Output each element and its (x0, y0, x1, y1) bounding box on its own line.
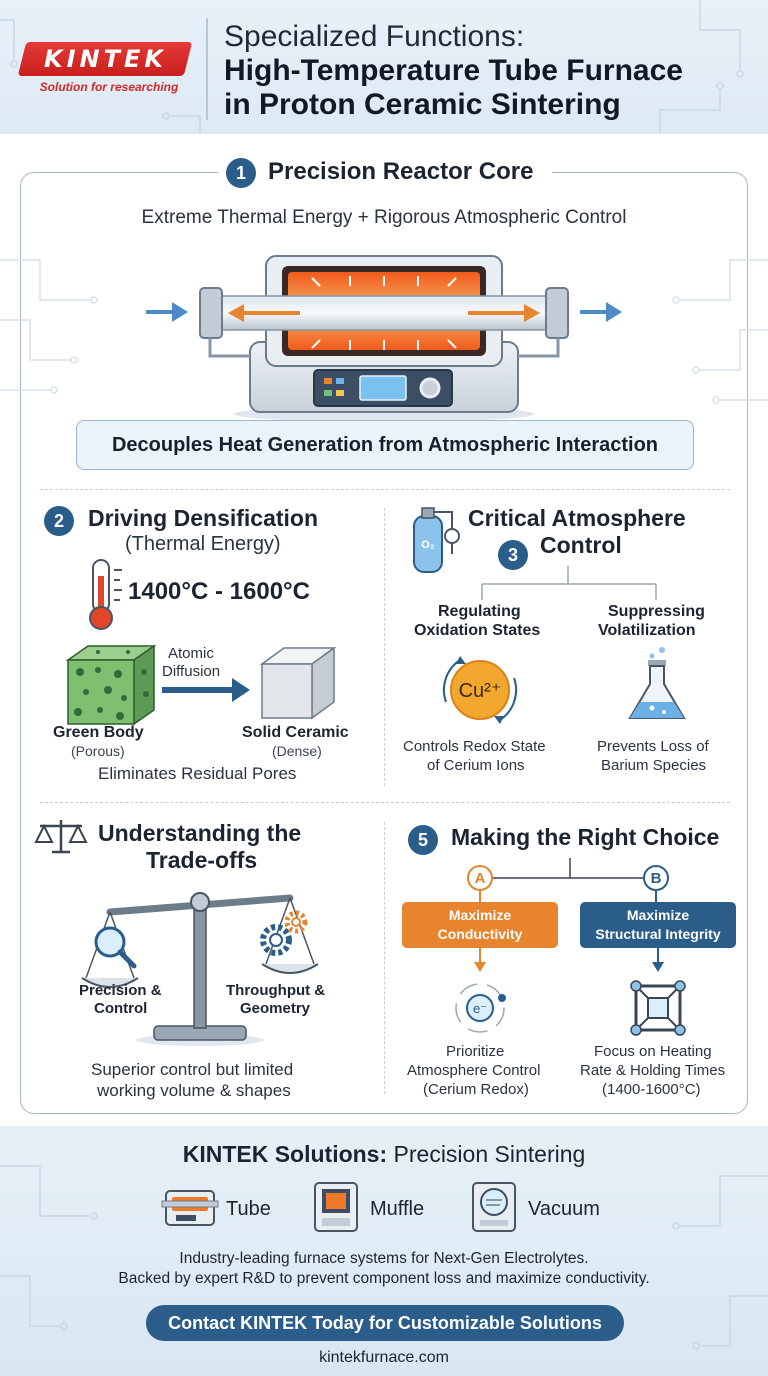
oxidation-heading-2: Oxidation States (414, 622, 541, 639)
scale-icon (34, 820, 88, 854)
product-tube[interactable]: Tube (226, 1198, 271, 1220)
section4-title-line2: Trade-offs (146, 847, 258, 873)
footer-title: KINTEK Solutions: Precision Sintering (0, 1141, 768, 1168)
flask-icon (628, 647, 686, 719)
section3-number-badge: 3 (498, 540, 528, 570)
green-body-note: (Porous) (71, 743, 125, 759)
option-b-badge: B (643, 865, 669, 891)
section5-title: Making the Right Choice (451, 824, 720, 850)
divider-vertical-2 (384, 822, 385, 1094)
densification-diagram (65, 644, 337, 726)
section1-number-badge: 1 (226, 158, 256, 188)
logo-text: KINTEK (43, 45, 167, 73)
header-divider (206, 18, 208, 120)
tube-furnace-illustration (146, 255, 622, 422)
option-a-caption-1: Prioritize (446, 1043, 505, 1060)
section2-caption: Eliminates Residual Pores (98, 764, 297, 783)
diffusion-label-2: Diffusion (162, 663, 221, 680)
divider-horizontal-2 (40, 802, 730, 803)
diffusion-label-1: Atomic (168, 645, 214, 662)
option-b-caption-2: Rate & Holding Times (580, 1062, 726, 1079)
option-a-badge: A (467, 865, 493, 891)
vacuum-furnace-icon (472, 1182, 516, 1232)
option-b-caption-1: Focus on Heating (594, 1043, 712, 1060)
page-title-line1: Specialized Functions: (224, 20, 525, 53)
volatilization-heading-1: Suppressing (608, 603, 705, 620)
cylinder-label: O₂ (421, 539, 435, 551)
section2-title: Driving Densification (88, 505, 319, 531)
oxidation-heading-1: Regulating (438, 603, 521, 620)
option-b-card[interactable]: Maximize Structural Integrity (580, 902, 736, 948)
green-body-label: Green Body (53, 724, 144, 741)
throughput-label-1: Throughput & (226, 982, 326, 999)
precision-label-2: Control (94, 1000, 148, 1017)
section4-caption-2: working volume & shapes (97, 1081, 291, 1100)
product-vacuum[interactable]: Vacuum (528, 1198, 600, 1220)
section5-number-badge: 5 (408, 825, 438, 855)
muffle-furnace-icon (314, 1182, 358, 1232)
divider-horizontal-1 (40, 489, 730, 490)
kintek-logo[interactable]: KINTEK (17, 42, 193, 76)
circuit-pattern-side (0, 259, 768, 404)
option-a-label-2: Conductivity (437, 926, 523, 942)
volatilization-caption-1: Prevents Loss of (597, 738, 709, 755)
divider-vertical-1 (384, 508, 385, 786)
circuit-pattern-header (0, 0, 744, 134)
section1-title: Precision Reactor Core (268, 158, 534, 185)
footer-title-bold: KINTEK Solutions: (182, 1141, 388, 1167)
section1-subtitle: Extreme Thermal Energy + Rigorous Atmosp… (141, 207, 627, 228)
tube-furnace-icon (161, 1190, 219, 1226)
footer-description-2: Backed by expert R&D to prevent componen… (118, 1270, 650, 1287)
footer-title-rest: Precision Sintering (387, 1141, 586, 1167)
gas-cylinder-icon: O₂ (413, 507, 460, 573)
option-a-caption-3: (Cerium Redox) (423, 1081, 529, 1098)
oxidation-caption-2: of Cerium Ions (427, 757, 525, 774)
logo-tagline: Solution for researching (39, 80, 179, 94)
section4-caption-1: Superior control but limited (91, 1060, 294, 1079)
copper-ion-icon: Cu²⁺ (442, 656, 518, 724)
section4-title-line1: Understanding the (98, 820, 302, 846)
website-link[interactable]: kintekfurnace.com (319, 1349, 449, 1366)
section1-callout: Decouples Heat Generation from Atmospher… (76, 420, 694, 470)
solid-ceramic-label: Solid Ceramic (242, 724, 349, 741)
option-b-label-2: Structural Integrity (595, 926, 721, 942)
section3-title-line1: Critical Atmosphere (468, 505, 686, 531)
product-muffle[interactable]: Muffle (370, 1198, 425, 1220)
thermometer-icon (89, 559, 122, 630)
balance-scale-illustration (81, 892, 319, 1046)
page-title-line2: High-Temperature Tube Furnace (224, 54, 683, 87)
precision-label-1: Precision & (79, 982, 162, 999)
section3-title-line2: Control (540, 532, 622, 558)
ion-label: Cu²⁺ (459, 680, 502, 702)
lattice-structure-icon (630, 948, 686, 1036)
throughput-label-2: Geometry (240, 1000, 311, 1017)
volatilization-caption-2: Barium Species (601, 757, 707, 774)
temperature-range: 1400°C - 1600°C (128, 578, 310, 605)
electron-label: e⁻ (473, 1001, 487, 1016)
section3-branch-lines (481, 566, 657, 600)
circuit-pattern-footer (0, 1165, 768, 1350)
solid-ceramic-note: (Dense) (272, 743, 322, 759)
section2-subtitle: (Thermal Energy) (125, 533, 281, 555)
decision-branch-lines (479, 858, 660, 902)
option-a-label-1: Maximize (448, 907, 512, 923)
volatilization-heading-2: Volatilization (598, 622, 696, 639)
option-a-card[interactable]: Maximize Conductivity (402, 902, 558, 948)
section2-number-badge: 2 (44, 506, 74, 536)
option-b-caption-3: (1400-1600°C) (602, 1081, 701, 1098)
option-a-caption-2: Atmosphere Control (407, 1062, 541, 1079)
page-title-line3: in Proton Ceramic Sintering (224, 88, 621, 121)
footer-description-1: Industry-leading furnace systems for Nex… (179, 1250, 589, 1267)
oxidation-caption-1: Controls Redox State (403, 738, 546, 755)
electron-icon: e⁻ (455, 948, 506, 1033)
section1-title-mask (218, 152, 552, 192)
option-b-label-1: Maximize (626, 907, 690, 923)
contact-cta-button[interactable]: Contact KINTEK Today for Customizable So… (146, 1305, 624, 1341)
